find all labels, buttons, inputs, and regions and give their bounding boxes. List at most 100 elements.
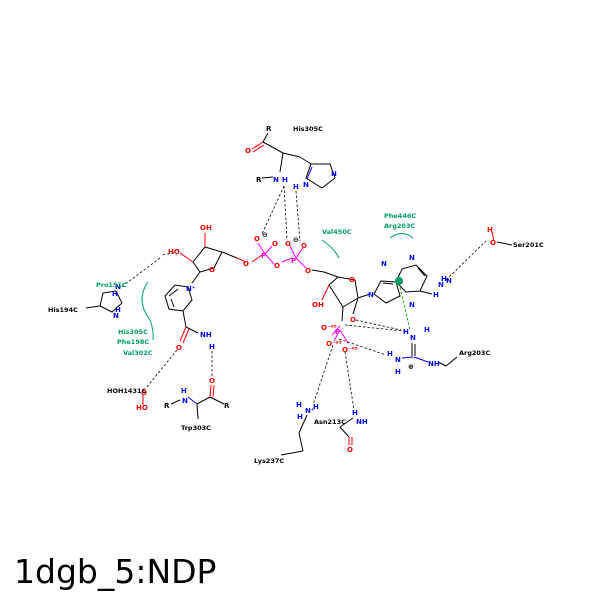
phos-o3: O (272, 240, 278, 248)
arg203-h2: H (424, 326, 430, 334)
label-phe198: Phe198C (117, 338, 149, 346)
adenine-n3: N (409, 301, 415, 309)
adenosine-o-ring: O (349, 276, 355, 284)
his305-top-o: O (245, 147, 251, 155)
adenine-n7: N (381, 260, 387, 268)
pyridinium-n: N⁺ (186, 285, 196, 293)
ribose-oh: OH (200, 224, 212, 232)
trp303-n: N (182, 397, 188, 405)
trp303-r1: R (164, 402, 170, 410)
label-asn213: Asn213C (314, 418, 346, 426)
arg203-n3: NH (428, 360, 440, 368)
two-prime-phosphate (331, 325, 349, 344)
amide-o: O (176, 344, 182, 352)
label-val302: Val302C (123, 349, 153, 357)
adenine-nh2-n: N (438, 281, 444, 289)
arg203-n2: N (395, 356, 401, 364)
adenosine-ribose (321, 271, 371, 322)
ribose-ho: HO (168, 248, 180, 256)
his305-top-r: R (266, 125, 272, 133)
adenine-n1: N (409, 254, 415, 262)
asn213 (339, 417, 354, 445)
phos-p2: P (291, 257, 296, 265)
amide-h: H (209, 343, 215, 351)
nicotinamide-ribose (164, 233, 247, 344)
p2-o1: O⁻⁰⁵ (321, 324, 337, 332)
label-pro151: Pro151C (96, 281, 127, 289)
label-trp303: Trp303C (181, 424, 211, 432)
ribose-o-ring: O (209, 266, 215, 274)
asn213-nh: NH (356, 418, 368, 426)
adenine-nh-h: H (441, 275, 447, 283)
trp303-r2: R (224, 402, 230, 410)
adenine-n9: N (368, 291, 374, 299)
label-phe446: Phe446C (384, 212, 416, 220)
p2-p: P (335, 328, 340, 336)
his305-top-n-ring: N (303, 181, 309, 189)
pyrophosphate (251, 242, 325, 273)
his194-h1: H (112, 290, 118, 298)
his305-top-h-ring: H (293, 183, 299, 191)
ser201 (491, 231, 513, 246)
phos-o2: O (254, 235, 260, 243)
ser201-h: H (487, 226, 493, 234)
trp303-o: O (209, 377, 215, 385)
arg203-n1: N (410, 334, 416, 342)
trp303-h: H (181, 387, 187, 395)
amide-nh: NH (200, 331, 212, 339)
hydrogen-bonds (119, 185, 487, 411)
page-title: 1dgb_5:NDP (14, 552, 217, 591)
his305-top-fragment (251, 132, 336, 189)
water-o: O (141, 389, 147, 397)
pi-interaction-marker (395, 277, 403, 285)
phos-o-bridge: O (274, 262, 280, 270)
label-val450: Val450C (322, 228, 352, 236)
lys237-h1: H (296, 401, 302, 409)
lys237 (280, 414, 308, 456)
his305-top-r2: R (256, 176, 262, 184)
adenine-nh2-h: H (433, 291, 439, 299)
arg203-h4: H (395, 368, 401, 376)
adenine-nh-n: N (446, 277, 452, 285)
ser201-o: O (490, 239, 496, 247)
arg203 (401, 343, 458, 367)
adenine (373, 264, 433, 304)
phos-o5: O (301, 242, 307, 250)
label-arg203-top: Arg203C (384, 222, 415, 230)
label-hoh1431: HOH1431C (107, 387, 146, 395)
his194 (85, 290, 123, 313)
phos-p1: P (261, 252, 266, 260)
his194-n2: N (113, 312, 119, 320)
lys237-h2: H (313, 403, 319, 411)
label-lys237: Lys237C (254, 457, 284, 465)
lys237-h3: H (297, 413, 303, 421)
water-h: HO (136, 404, 148, 412)
label-ser201: Ser201C (513, 241, 544, 249)
adenosine-o2: O (350, 316, 356, 324)
his194-n1: N (115, 283, 121, 291)
label-his305: His305C (118, 328, 148, 336)
arg203-plus: ⊕ (408, 363, 414, 371)
adenosine-oh: OH (312, 301, 324, 309)
arg203-h3: H (387, 350, 393, 358)
arg203-h1: H (403, 328, 409, 336)
trp303 (170, 384, 225, 420)
phos-o1: O (243, 260, 249, 268)
phos-o6: O (305, 267, 311, 275)
his194-h2: H (115, 306, 121, 314)
phos-o4: O (285, 240, 291, 248)
label-arg203: Arg203C (459, 349, 490, 357)
label-his194: His194C (48, 306, 78, 314)
p2-o3: O⁻⁰⁵ (342, 346, 358, 354)
phos-minus2: ⊖ (293, 236, 299, 244)
his305-top-n-ring2: N (331, 170, 337, 178)
hydrophobic-contacts (141, 233, 414, 341)
his305-top-n: N (273, 176, 279, 184)
lys237-n: N⁺ (305, 407, 315, 415)
phos-minus1: ⊖ (262, 231, 268, 239)
his305-top-h: H (282, 176, 288, 184)
label-his305-top: His305C (293, 125, 323, 133)
p2-o2: O⁻⁰⁵ (326, 340, 342, 348)
asn213-o: O (347, 446, 353, 454)
